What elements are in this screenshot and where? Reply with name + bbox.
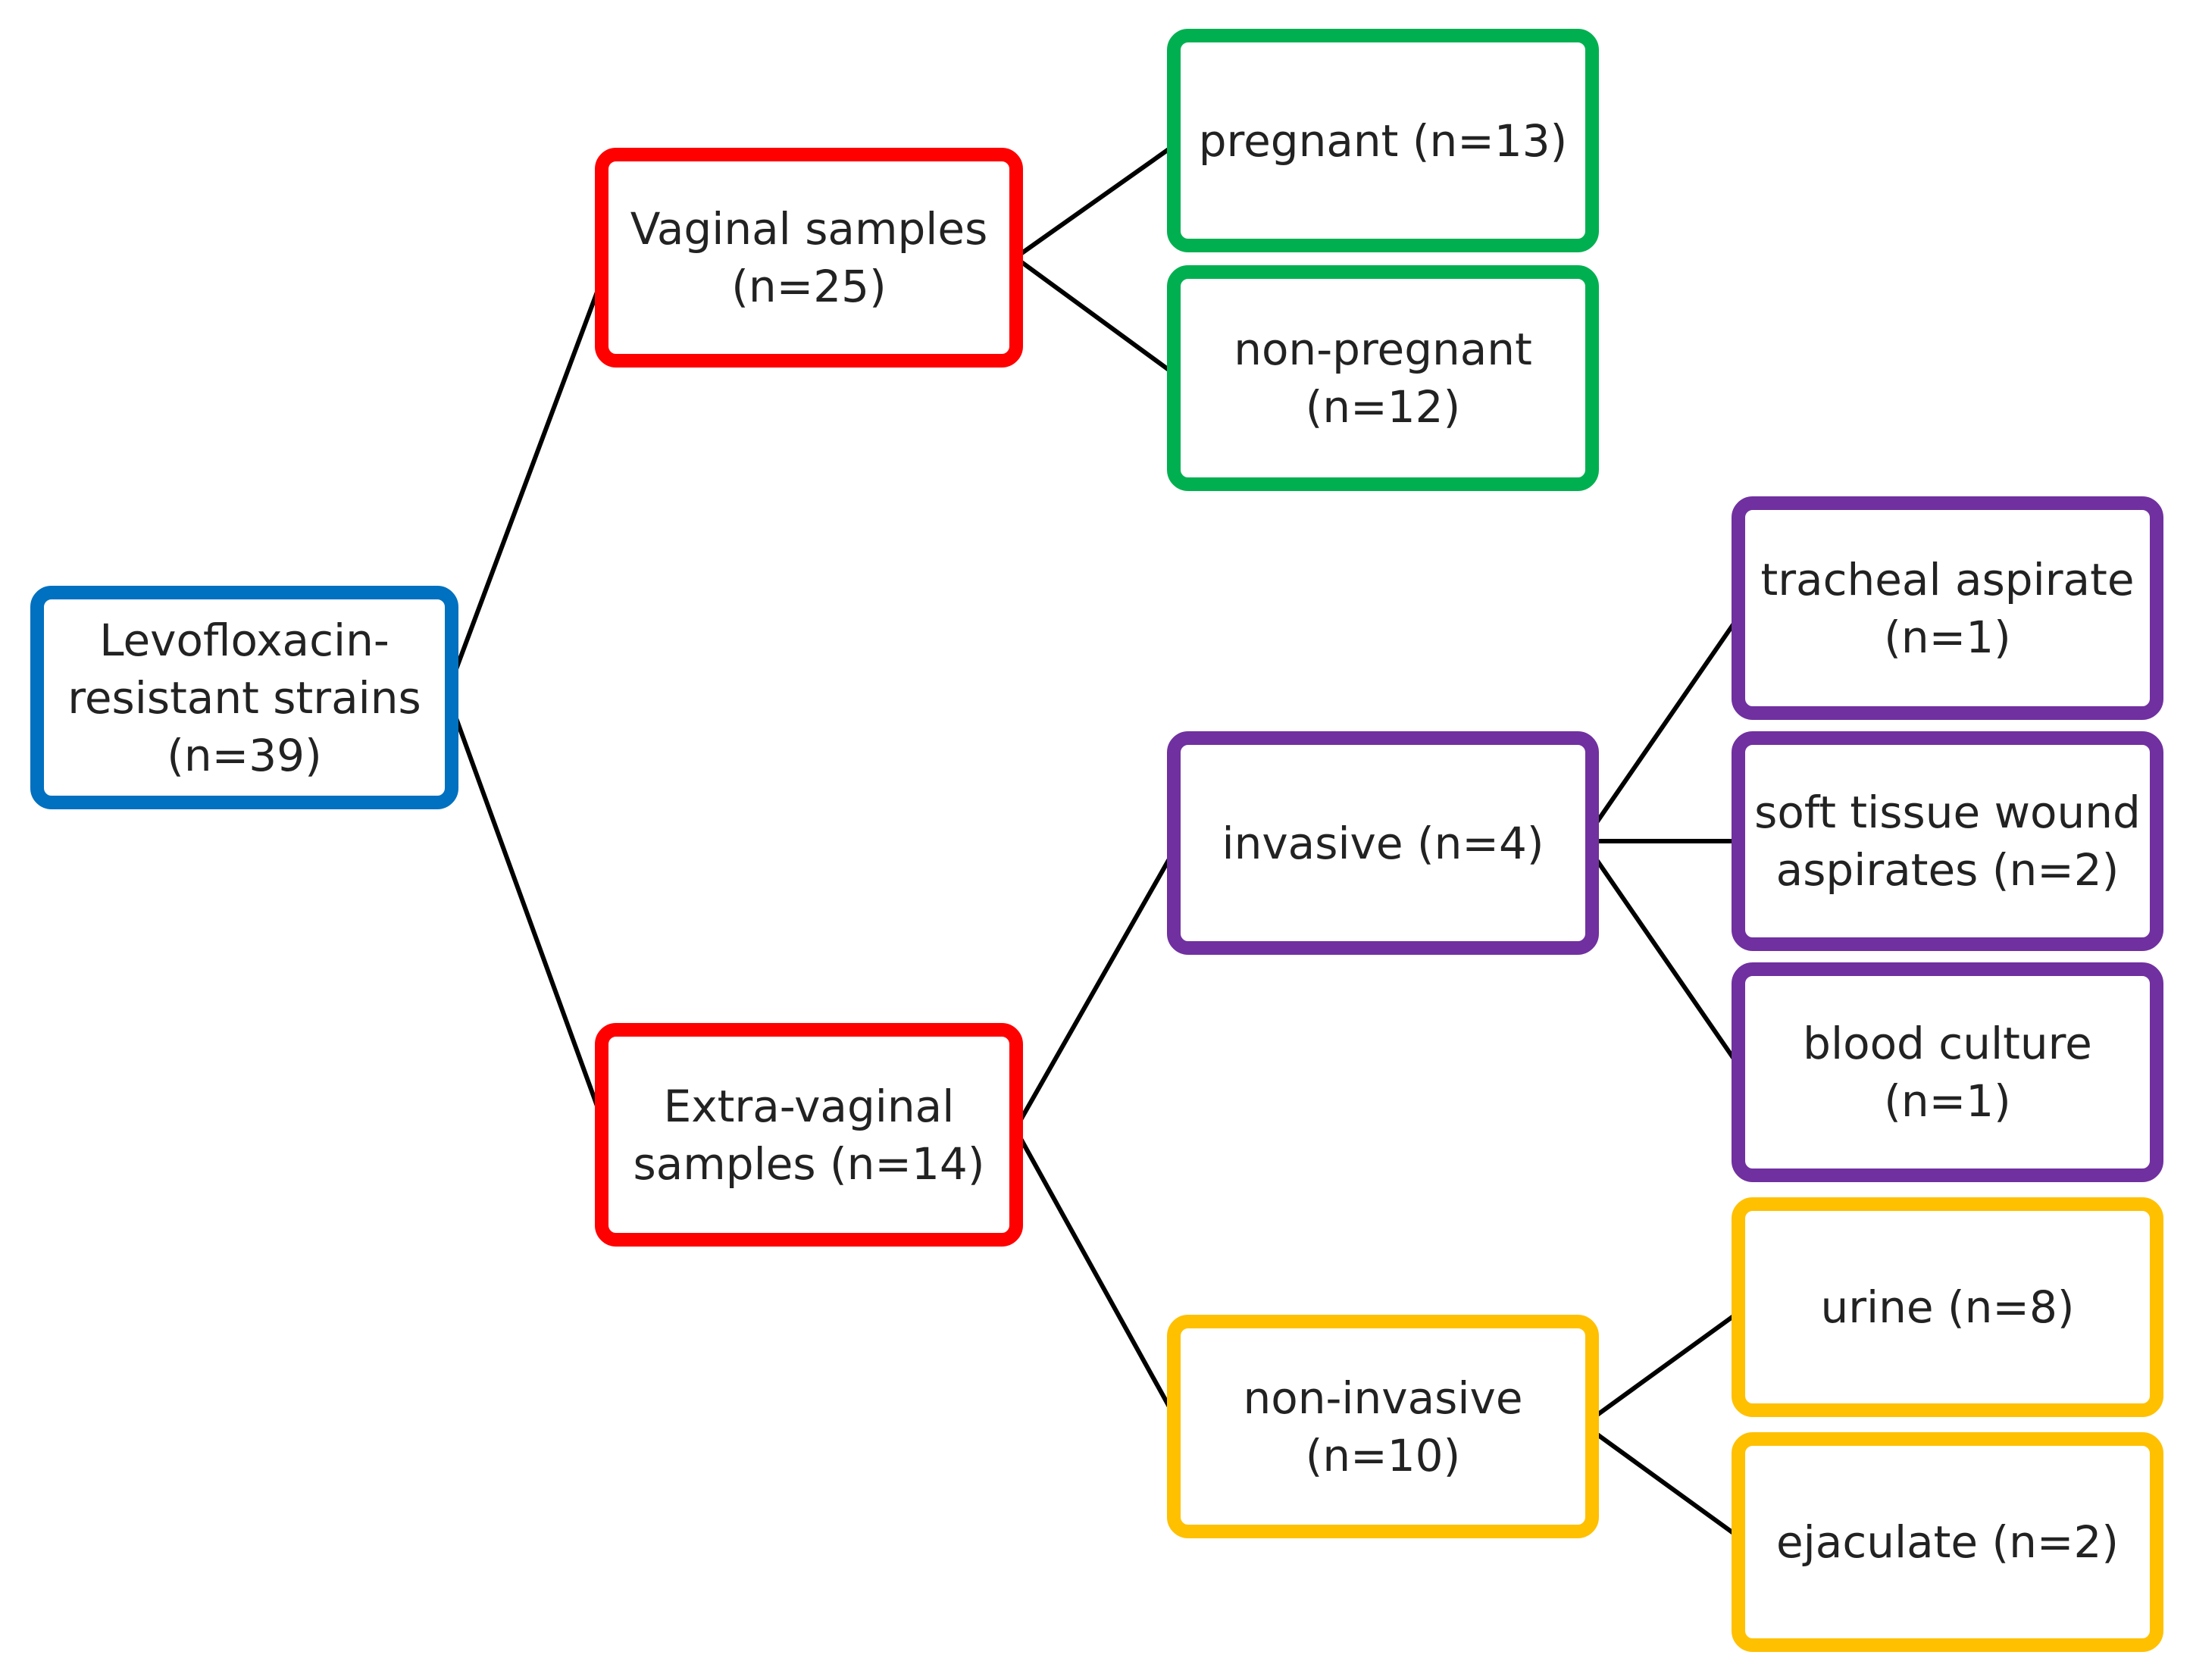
connector-invasive-tracheal-aspirate (1581, 619, 1738, 843)
node-invasive: invasive (n=4) (1167, 731, 1599, 955)
node-ejaculate-label: ejaculate (n=2) (1775, 1516, 2119, 1568)
node-vaginal-samples-label: Vaginal samples (n=25) (630, 203, 988, 312)
node-non-invasive: non-invasive (n=10) (1167, 1315, 1599, 1538)
connector-non-invasive-ejaculate (1581, 1422, 1738, 1537)
node-invasive-label: invasive (n=4) (1222, 817, 1544, 869)
connector-invasive-blood-culture (1581, 839, 1738, 1063)
node-blood-culture: blood culture (n=1) (1732, 962, 2163, 1182)
node-tracheal-aspirate-label: tracheal aspirate (n=1) (1760, 553, 2135, 663)
connector-vaginal-non-pregnant (1013, 255, 1173, 374)
node-pregnant-label: pregnant (n=13) (1198, 114, 1568, 167)
node-non-pregnant: non-pregnant (n=12) (1167, 265, 1599, 491)
node-vaginal-samples: Vaginal samples (n=25) (595, 148, 1023, 368)
node-ejaculate: ejaculate (n=2) (1732, 1432, 2163, 1652)
node-extra-vaginal-samples-label: Extra-vaginal samples (n=14) (633, 1080, 985, 1190)
node-non-invasive-label: non-invasive (n=10) (1243, 1372, 1523, 1481)
node-urine: urine (n=8) (1732, 1197, 2163, 1417)
connector-root-vaginal (445, 286, 601, 696)
node-soft-tissue-wound-aspirates-label: soft tissue wound aspirates (n=2) (1754, 787, 2141, 896)
node-tracheal-aspirate: tracheal aspirate (n=1) (1732, 496, 2163, 720)
node-root-label: Levofloxacin- resistant strains (n=39) (67, 614, 421, 781)
connector-extra-vaginal-non-invasive (1013, 1127, 1173, 1412)
node-pregnant: pregnant (n=13) (1167, 29, 1599, 252)
node-urine-label: urine (n=8) (1820, 1281, 2075, 1333)
connector-non-invasive-urine (1581, 1312, 1738, 1427)
node-extra-vaginal-samples: Extra-vaginal samples (n=14) (595, 1023, 1023, 1247)
node-root: Levofloxacin- resistant strains (n=39) (30, 586, 458, 809)
node-non-pregnant-label: non-pregnant (n=12) (1234, 324, 1532, 433)
connector-root-extra-vaginal (445, 691, 601, 1112)
connector-vaginal-pregnant (1013, 145, 1173, 260)
node-blood-culture-label: blood culture (n=1) (1803, 1018, 2092, 1127)
connector-extra-vaginal-invasive (1013, 854, 1173, 1131)
node-soft-tissue-wound-aspirates: soft tissue wound aspirates (n=2) (1732, 731, 2163, 951)
